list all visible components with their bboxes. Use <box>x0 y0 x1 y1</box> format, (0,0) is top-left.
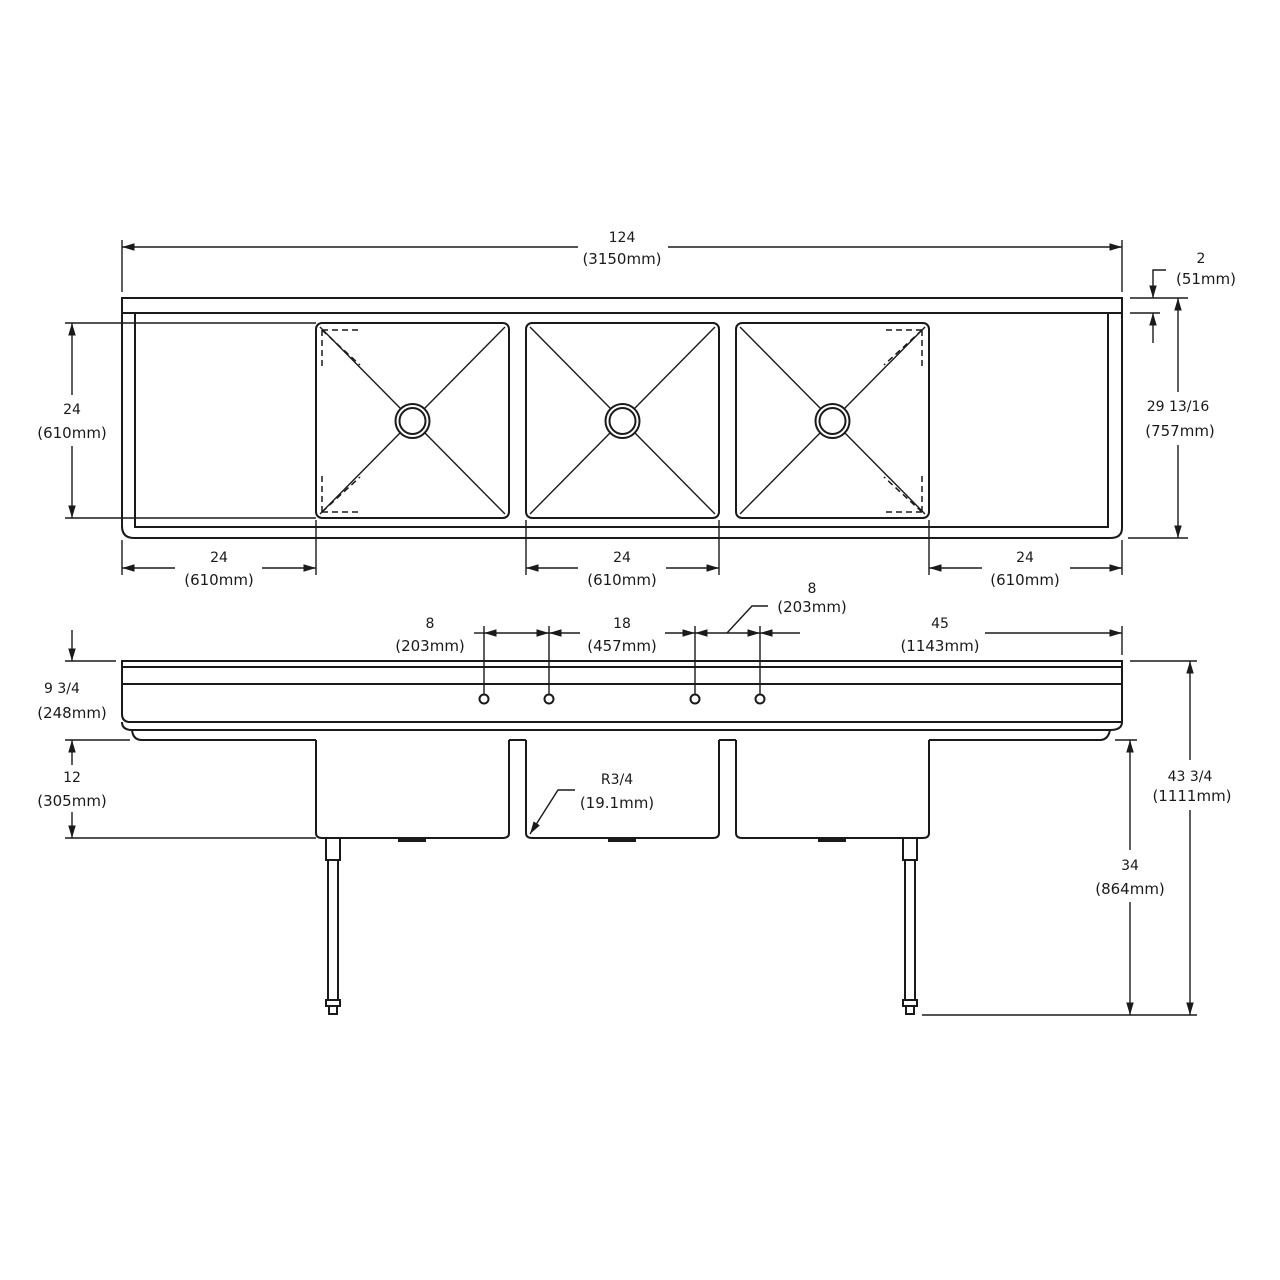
faucet-hole <box>543 693 555 705</box>
dim-overall-depth: 29 13/16 <box>1147 399 1210 415</box>
dim-work-height: 34 <box>1121 858 1139 874</box>
dim-corner-radius-mm: (19.1mm) <box>580 794 654 812</box>
dim-faucet-gap: 18 <box>613 616 631 632</box>
dim-overall-height: 43 3/4 <box>1168 769 1213 785</box>
dim-corner-radius: R3/4 <box>601 772 633 788</box>
dim-faucet-right: 8 <box>808 581 817 597</box>
faucet-hole <box>478 693 490 705</box>
dim-overall-height-mm: (1111mm) <box>1152 787 1231 805</box>
dim-faucet-left-mm: (203mm) <box>395 637 465 655</box>
dim-backsplash-height: 9 3/4 <box>44 681 80 697</box>
dim-faucet-left: 8 <box>426 616 435 632</box>
dim-overall-length: 124 <box>609 230 636 246</box>
dim-backsplash-mm: (51mm) <box>1176 270 1236 288</box>
top-view: 124 (3150mm) 2 (51mm) 29 13/16 (757mm) 2… <box>37 230 1236 589</box>
dim-backsplash-height-mm: (248mm) <box>37 704 107 722</box>
bowl-front-center <box>525 740 720 839</box>
bowl-left <box>315 322 510 519</box>
faucet-hole <box>689 693 701 705</box>
bowl-front-left <box>315 740 510 839</box>
dim-faucet-end: 45 <box>931 616 949 632</box>
dim-bowl-depth-mm: (610mm) <box>37 424 107 442</box>
dim-left-drainboard-mm: (610mm) <box>184 571 254 589</box>
dim-right-drainboard: 24 <box>1016 550 1034 566</box>
faucet-hole-marks <box>321 329 923 513</box>
dim-left-drainboard: 24 <box>210 550 228 566</box>
top-outline <box>121 297 1123 539</box>
leg-right <box>902 838 918 1015</box>
dim-bowl-depth: 24 <box>63 402 81 418</box>
dim-bowl-width: 24 <box>613 550 631 566</box>
drainboard-edge <box>134 313 1109 528</box>
dim-overall-depth-mm: (757mm) <box>1145 422 1215 440</box>
faucet-hole <box>754 693 766 705</box>
dim-backsplash: 2 <box>1197 251 1206 267</box>
dim-faucet-end-mm: (1143mm) <box>900 637 979 655</box>
dim-bowl-height-mm: (305mm) <box>37 792 107 810</box>
dim-faucet-right-mm: (203mm) <box>777 598 847 616</box>
dim-work-height-mm: (864mm) <box>1095 880 1165 898</box>
dim-bowl-width-mm: (610mm) <box>587 571 657 589</box>
backsplash-front <box>121 660 1123 723</box>
bowl-front-right <box>735 740 930 839</box>
leg-left <box>325 838 341 1015</box>
dim-overall-length-mm: (3150mm) <box>582 250 661 268</box>
faucet-holes <box>478 693 766 705</box>
dim-bowl-height: 12 <box>63 770 81 786</box>
bowl-center <box>525 322 720 519</box>
dim-right-drainboard-mm: (610mm) <box>990 571 1060 589</box>
bowl-right <box>735 322 930 519</box>
dim-faucet-gap-mm: (457mm) <box>587 637 657 655</box>
front-view: 8 (203mm) 18 (457mm) 8 (203mm) 45 (1143m… <box>37 581 1232 1016</box>
